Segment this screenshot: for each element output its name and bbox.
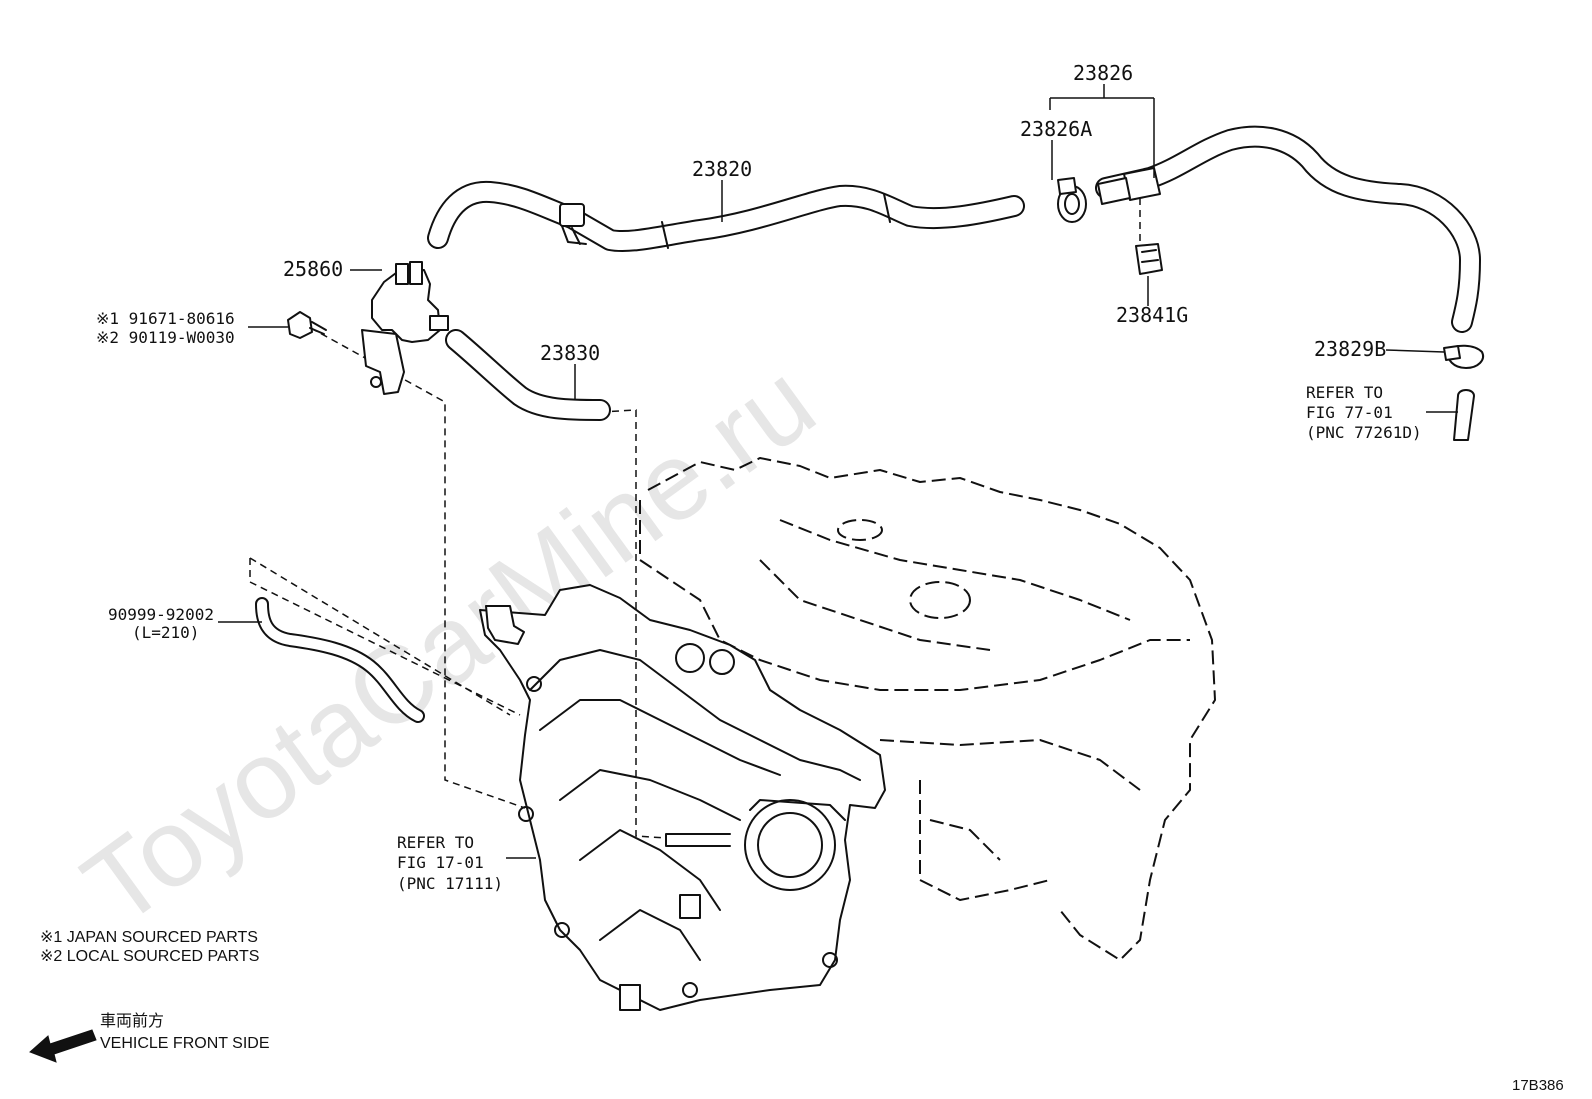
label-23820: 23820	[692, 157, 752, 181]
label-23841G: 23841G	[1116, 303, 1188, 327]
vsv-25860	[361, 261, 449, 395]
hose-23830	[445, 329, 611, 421]
arrow-left-icon	[29, 1029, 97, 1063]
clip-23841G	[1135, 243, 1163, 275]
hose-23826	[1095, 125, 1481, 333]
pipe-fig77	[1453, 389, 1475, 441]
legend-japan-sourced: ※1 JAPAN SOURCED PARTS	[40, 929, 258, 946]
ref-fig17-line1: REFER TO	[397, 833, 474, 852]
intake-manifold	[479, 584, 886, 1011]
ref-fig17-line2: FIG 17-01	[397, 853, 484, 872]
label-23826: 23826	[1073, 61, 1133, 85]
ref-fig77-line2: FIG 77-01	[1306, 403, 1393, 422]
ref-fig77-line3: (PNC 77261D)	[1306, 423, 1422, 442]
leader-lines	[218, 84, 1458, 859]
label-23830: 23830	[540, 341, 600, 365]
clamp-23826A	[1057, 177, 1087, 223]
label-bolt-jp: ※1 91671-80616	[96, 309, 235, 328]
bolt	[287, 311, 327, 339]
label-hose-pn: 90999-92002	[108, 605, 214, 624]
label-23829B: 23829B	[1314, 337, 1386, 361]
legend-local-sourced: ※2 LOCAL SOURCED PARTS	[40, 948, 259, 965]
hose-90999-92002	[255, 597, 425, 723]
label-bolt-local: ※2 90119-W0030	[96, 328, 235, 347]
ref-fig17-line3: (PNC 17111)	[397, 874, 503, 893]
hose-23820	[427, 180, 1025, 253]
figure-id: 17B386	[1512, 1077, 1564, 1094]
engine-outline	[639, 457, 1216, 961]
label-25860: 25860	[283, 257, 343, 281]
direction-jp: 車両前方	[100, 1012, 164, 1030]
clamp-23829B	[1443, 344, 1484, 369]
direction-en: VEHICLE FRONT SIDE	[100, 1035, 270, 1052]
assembly-dash-lines	[249, 198, 1141, 839]
label-23826A: 23826A	[1020, 117, 1092, 141]
ref-fig77-line1: REFER TO	[1306, 383, 1383, 402]
label-hose-len: (L=210)	[132, 623, 199, 642]
